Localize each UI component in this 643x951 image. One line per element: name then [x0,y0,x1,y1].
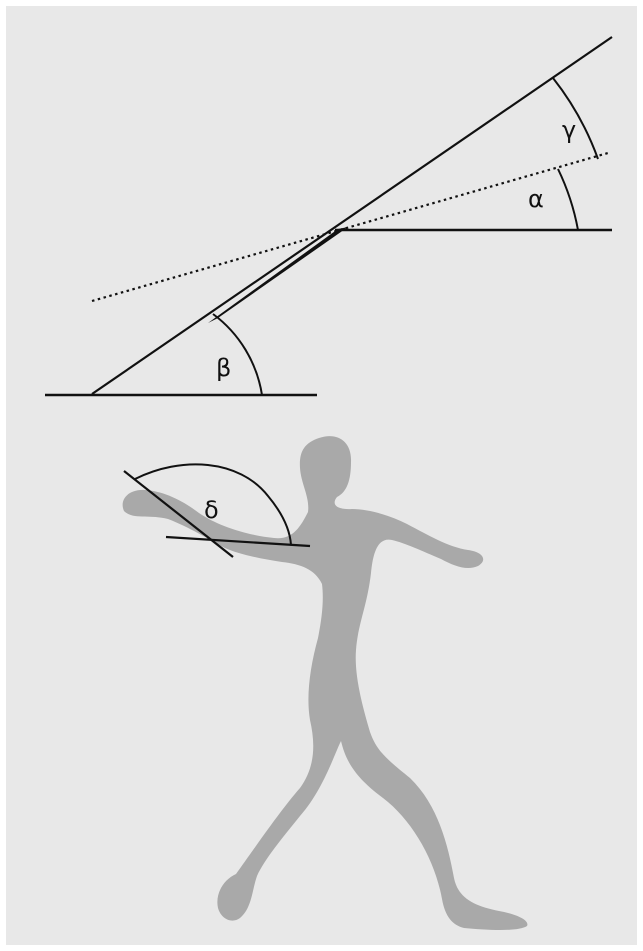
javelin-axis-line [91,36,613,395]
angle-gamma-arc [552,77,599,160]
javelin-shaft [208,227,348,323]
angle-alpha-arc [557,168,579,231]
thrower-silhouette [122,436,528,930]
gamma-label: γ [562,116,576,144]
beta-label: β [216,354,231,382]
arm-line [165,535,311,548]
javelin-line-near-hand [123,470,234,558]
angle-delta-arc [134,463,292,546]
alpha-label: α [528,185,544,213]
arm-angle-geometry [123,463,311,558]
angle-beta-arc [212,313,263,396]
javelin-geometry [45,36,613,397]
delta-label: δ [204,496,219,524]
